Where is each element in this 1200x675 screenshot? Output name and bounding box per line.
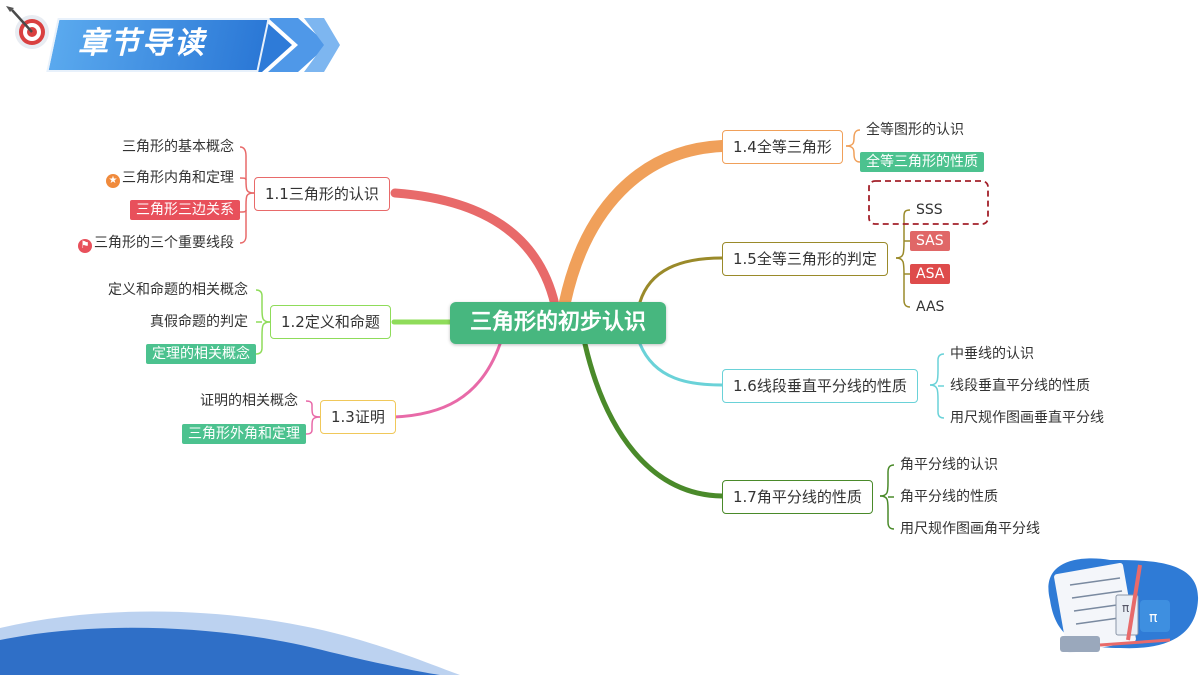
leaf-1-2-a: 定义和命题的相关概念 xyxy=(108,282,248,298)
bracket-1-3 xyxy=(305,400,321,435)
branch-1-4-curve xyxy=(559,140,728,308)
dart-target-icon xyxy=(6,6,49,49)
leaf-1-1-a: 三角形的基本概念 xyxy=(122,139,234,155)
header-chevron-3 xyxy=(304,18,340,72)
leaf-1-5-sas: SAS xyxy=(910,231,950,251)
leaf-1-3-b: 三角形外角和定理 xyxy=(182,424,306,444)
header-title: 章节导读 xyxy=(78,26,206,61)
mind-map-center-node[interactable]: 三角形的初步认识 xyxy=(450,302,666,344)
bracket-1-5 xyxy=(895,209,911,308)
svg-text:π: π xyxy=(1122,601,1129,615)
leaf-1-1-d: ⚑三角形的三个重要线段 xyxy=(78,233,234,253)
bottom-wave-front xyxy=(0,627,440,675)
branch-1-1-curve xyxy=(390,188,560,310)
leaf-1-5-asa: ASA xyxy=(910,264,951,284)
leaf-1-4-a: 全等图形的认识 xyxy=(866,122,964,138)
math-illustration-icon: π π xyxy=(1048,558,1199,653)
header-chevron-2 xyxy=(268,18,328,72)
leaf-1-1-b: ★三角形内角和定理 xyxy=(106,168,234,188)
branch-1-3-curve xyxy=(392,342,502,419)
leaf-1-7-c: 用尺规作图画角平分线 xyxy=(900,521,1040,537)
flag-icon: ⚑ xyxy=(78,239,92,253)
branch-node-1-5[interactable]: 1.5全等三角形的判定 xyxy=(722,242,888,276)
branch-1-6-curve xyxy=(638,342,724,387)
branch-node-1-7[interactable]: 1.7角平分线的性质 xyxy=(722,480,873,514)
leaf-1-6-a: 中垂线的认识 xyxy=(950,346,1034,362)
leaf-1-7-a: 角平分线的认识 xyxy=(900,457,998,473)
bracket-1-6 xyxy=(929,353,945,419)
branch-node-1-3[interactable]: 1.3证明 xyxy=(320,400,396,434)
branch-node-1-4[interactable]: 1.4全等三角形 xyxy=(722,130,843,164)
leaf-1-6-c: 用尺规作图画垂直平分线 xyxy=(950,410,1104,426)
leaf-1-5-sss: SSS xyxy=(916,202,943,218)
bracket-1-4 xyxy=(845,129,861,163)
leaf-1-1-c: 三角形三边关系 xyxy=(130,200,240,220)
bracket-1-1 xyxy=(239,146,255,244)
branch-node-1-1[interactable]: 1.1三角形的认识 xyxy=(254,177,390,211)
leaf-1-7-b: 角平分线的性质 xyxy=(900,489,998,505)
branch-1-5-curve xyxy=(638,256,724,304)
branch-node-1-6[interactable]: 1.6线段垂直平分线的性质 xyxy=(722,369,918,403)
leaf-1-2-c: 定理的相关概念 xyxy=(146,344,256,364)
branch-node-1-2[interactable]: 1.2定义和命题 xyxy=(270,305,391,339)
branch-1-7-curve xyxy=(582,341,725,499)
bracket-1-7 xyxy=(879,464,895,530)
leaf-1-6-b: 线段垂直平分线的性质 xyxy=(950,378,1090,394)
star-icon: ★ xyxy=(106,174,120,188)
svg-text:π: π xyxy=(1149,610,1158,626)
leaf-1-4-b: 全等三角形的性质 xyxy=(860,152,984,172)
leaf-1-2-b: 真假命题的判定 xyxy=(150,314,248,330)
leaf-1-3-a: 证明的相关概念 xyxy=(200,393,298,409)
bracket-1-2 xyxy=(255,289,271,355)
leaf-1-5-aas: AAS xyxy=(916,299,945,315)
sss-dashed-frame xyxy=(868,180,989,225)
